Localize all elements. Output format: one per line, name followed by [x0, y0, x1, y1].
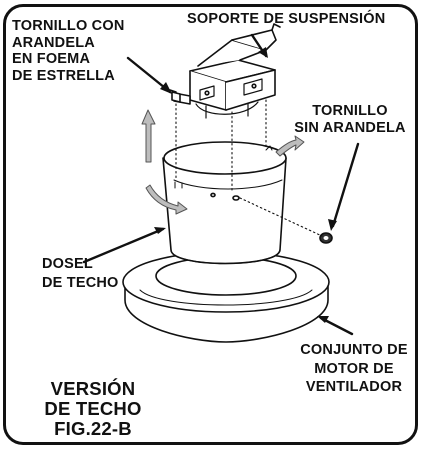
fan-motor-assembly — [122, 251, 330, 343]
leader-arrowheads — [154, 47, 337, 323]
label-screw-without-washer: TORNILLO SIN ARANDELA — [294, 103, 406, 136]
label-ceiling-canopy: DOSEL DE TECHO — [42, 256, 119, 291]
suspension-bracket — [173, 23, 281, 119]
alignment-lines — [175, 99, 323, 237]
screw-with-star-washer — [169, 89, 181, 103]
label-suspension-bracket: SOPORTE DE SUSPENSIÓN — [187, 11, 386, 27]
figure-frame — [3, 4, 418, 445]
label-fan-motor-assembly: CONJUNTO DE MOTOR DE VENTILADOR — [300, 342, 408, 395]
rotation-arrows — [141, 109, 305, 215]
label-screw-with-washer: TORNILLO CON ARANDELA EN FOEMA DE ESTREL… — [12, 18, 125, 84]
screw-without-washer — [319, 232, 333, 244]
figure-caption: VERSIÓN DE TECHO FIG.22-B — [44, 378, 142, 439]
ceiling-canopy — [162, 141, 287, 265]
